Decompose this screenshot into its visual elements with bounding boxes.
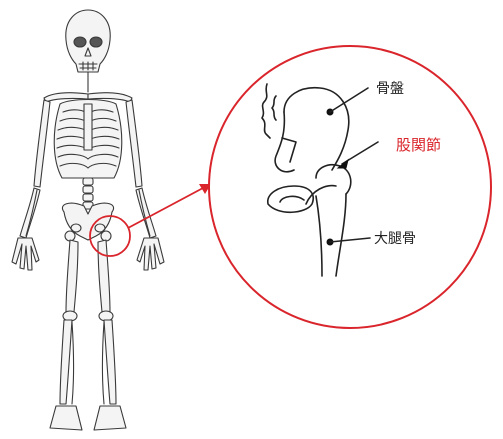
hip-joint-label: 股関節: [396, 137, 441, 153]
rib-cage: [54, 100, 122, 179]
skull: [66, 10, 110, 72]
legs: [50, 240, 126, 430]
spine: [83, 178, 93, 209]
femur-label: 大腿骨: [374, 231, 416, 247]
pelvis-label: 骨盤: [376, 81, 404, 97]
